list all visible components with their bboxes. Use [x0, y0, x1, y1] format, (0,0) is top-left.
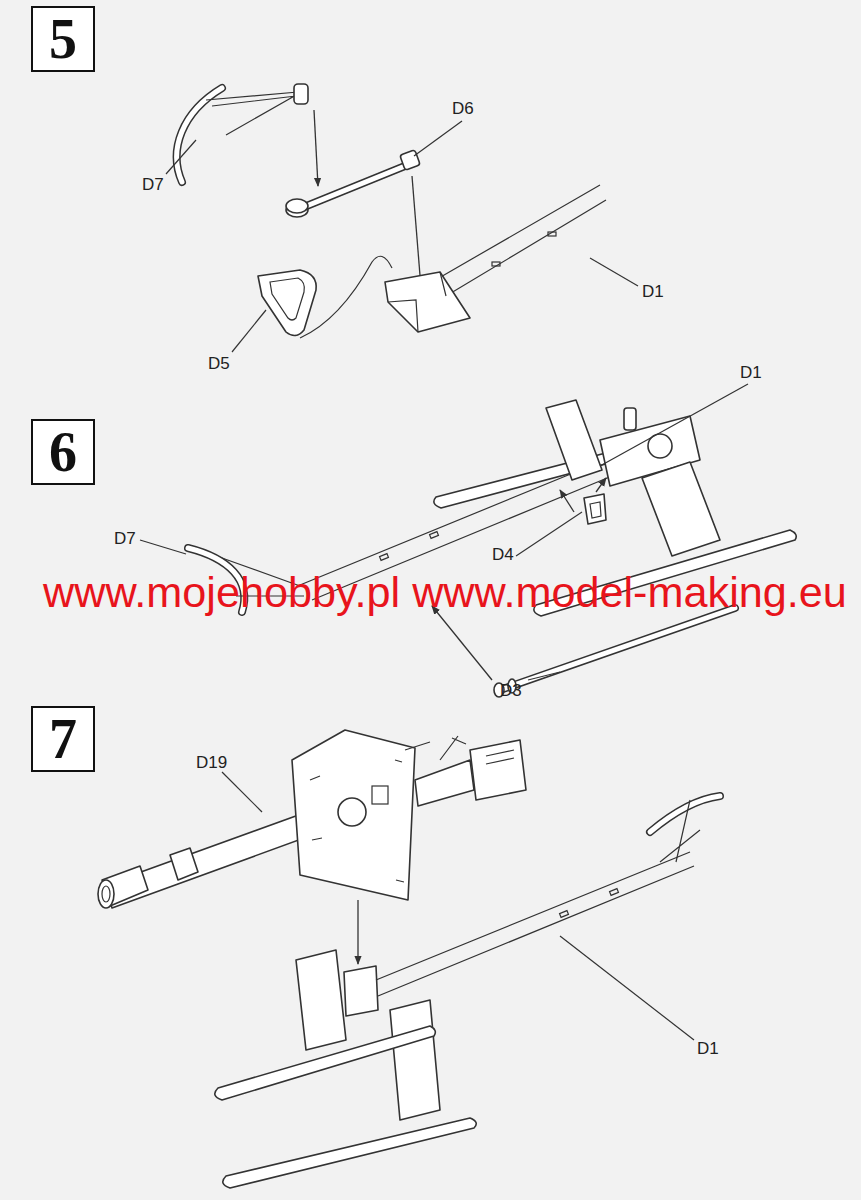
- illustration-line: [206, 92, 298, 135]
- illustration-line: [430, 532, 439, 539]
- illustration-line: [500, 608, 735, 690]
- step-number: 5: [49, 11, 77, 67]
- illustration-line: [177, 88, 222, 182]
- step-number-box: 7: [31, 706, 95, 772]
- illustration-line: [400, 150, 421, 171]
- illustration-line: [546, 400, 602, 480]
- illustration-line: [177, 88, 222, 182]
- illustration-line: [170, 848, 198, 880]
- illustration-line: [304, 166, 405, 207]
- illustration-line: [232, 310, 266, 352]
- illustration-line: [560, 490, 574, 512]
- illustration-line: [500, 608, 735, 690]
- part-label: D6: [452, 100, 474, 117]
- illustration-line: [344, 966, 378, 1016]
- part-label: D5: [208, 355, 230, 372]
- part-label: D1: [642, 283, 664, 300]
- illustration-line: [314, 110, 318, 186]
- illustration-line: [610, 889, 619, 896]
- illustration-line: [296, 950, 346, 1050]
- illustration-line: [258, 270, 316, 336]
- illustration-line: [405, 736, 466, 760]
- illustration-line: [372, 786, 388, 804]
- illustration-line: [560, 936, 694, 1040]
- illustration-line: [596, 478, 606, 492]
- illustration-line: [660, 800, 700, 862]
- illustration-line: [102, 886, 110, 902]
- illustration-line: [376, 852, 694, 996]
- illustration-line: [528, 672, 560, 680]
- illustration-line: [470, 740, 526, 800]
- illustration-line: [414, 121, 462, 156]
- step-6-art: [140, 384, 796, 697]
- illustration-line: [642, 462, 720, 556]
- part-label: D7: [114, 530, 136, 547]
- step-number-box: 6: [31, 419, 95, 485]
- illustration-line: [380, 554, 389, 561]
- illustration-line: [388, 272, 446, 332]
- illustration-line: [560, 911, 569, 918]
- step-number: 6: [49, 424, 77, 480]
- illustration-line: [357, 900, 358, 964]
- illustration-line: [516, 512, 582, 556]
- illustration-line: [338, 798, 366, 826]
- step-7-art: [98, 730, 720, 1188]
- illustration-line: [286, 199, 308, 213]
- illustration-line: [432, 606, 492, 680]
- illustration-line: [486, 750, 514, 764]
- illustration-line: [590, 258, 638, 286]
- part-label: D3: [500, 682, 522, 699]
- illustration-line: [304, 166, 405, 207]
- illustration-line: [310, 760, 404, 882]
- part-label: D19: [196, 754, 227, 771]
- illustration-line: [624, 408, 636, 430]
- illustration-line: [390, 1000, 440, 1120]
- illustration-line: [415, 760, 474, 806]
- illustration-line: [650, 796, 720, 832]
- illustration-line: [584, 494, 606, 524]
- illustration-line: [294, 84, 308, 104]
- illustration-line: [385, 272, 470, 332]
- illustration-line: [590, 502, 601, 518]
- illustration-line: [223, 1118, 476, 1188]
- illustration-line: [215, 1026, 436, 1100]
- illustration-line: [166, 140, 196, 174]
- illustration-line: [412, 176, 421, 288]
- illustration-line: [140, 540, 186, 554]
- part-label: D1: [697, 1040, 719, 1057]
- step-5-art: [166, 84, 638, 352]
- illustration-line: [98, 880, 114, 908]
- illustration-line: [222, 772, 262, 812]
- illustration-line: [292, 730, 415, 900]
- step-number: 7: [49, 711, 77, 767]
- part-label: D4: [492, 546, 514, 563]
- illustration-line: [548, 232, 556, 236]
- part-label: D7: [142, 176, 164, 193]
- illustration-line: [432, 185, 606, 296]
- illustration-line: [650, 796, 720, 832]
- illustration-line: [300, 256, 392, 338]
- illustration-line: [270, 278, 304, 320]
- watermark: www.mojehobby.pl www.model-making.eu: [43, 571, 847, 614]
- part-label: D1: [740, 364, 762, 381]
- illustration-line: [492, 262, 500, 266]
- illustration-line: [600, 384, 748, 466]
- step-number-box: 5: [31, 6, 95, 72]
